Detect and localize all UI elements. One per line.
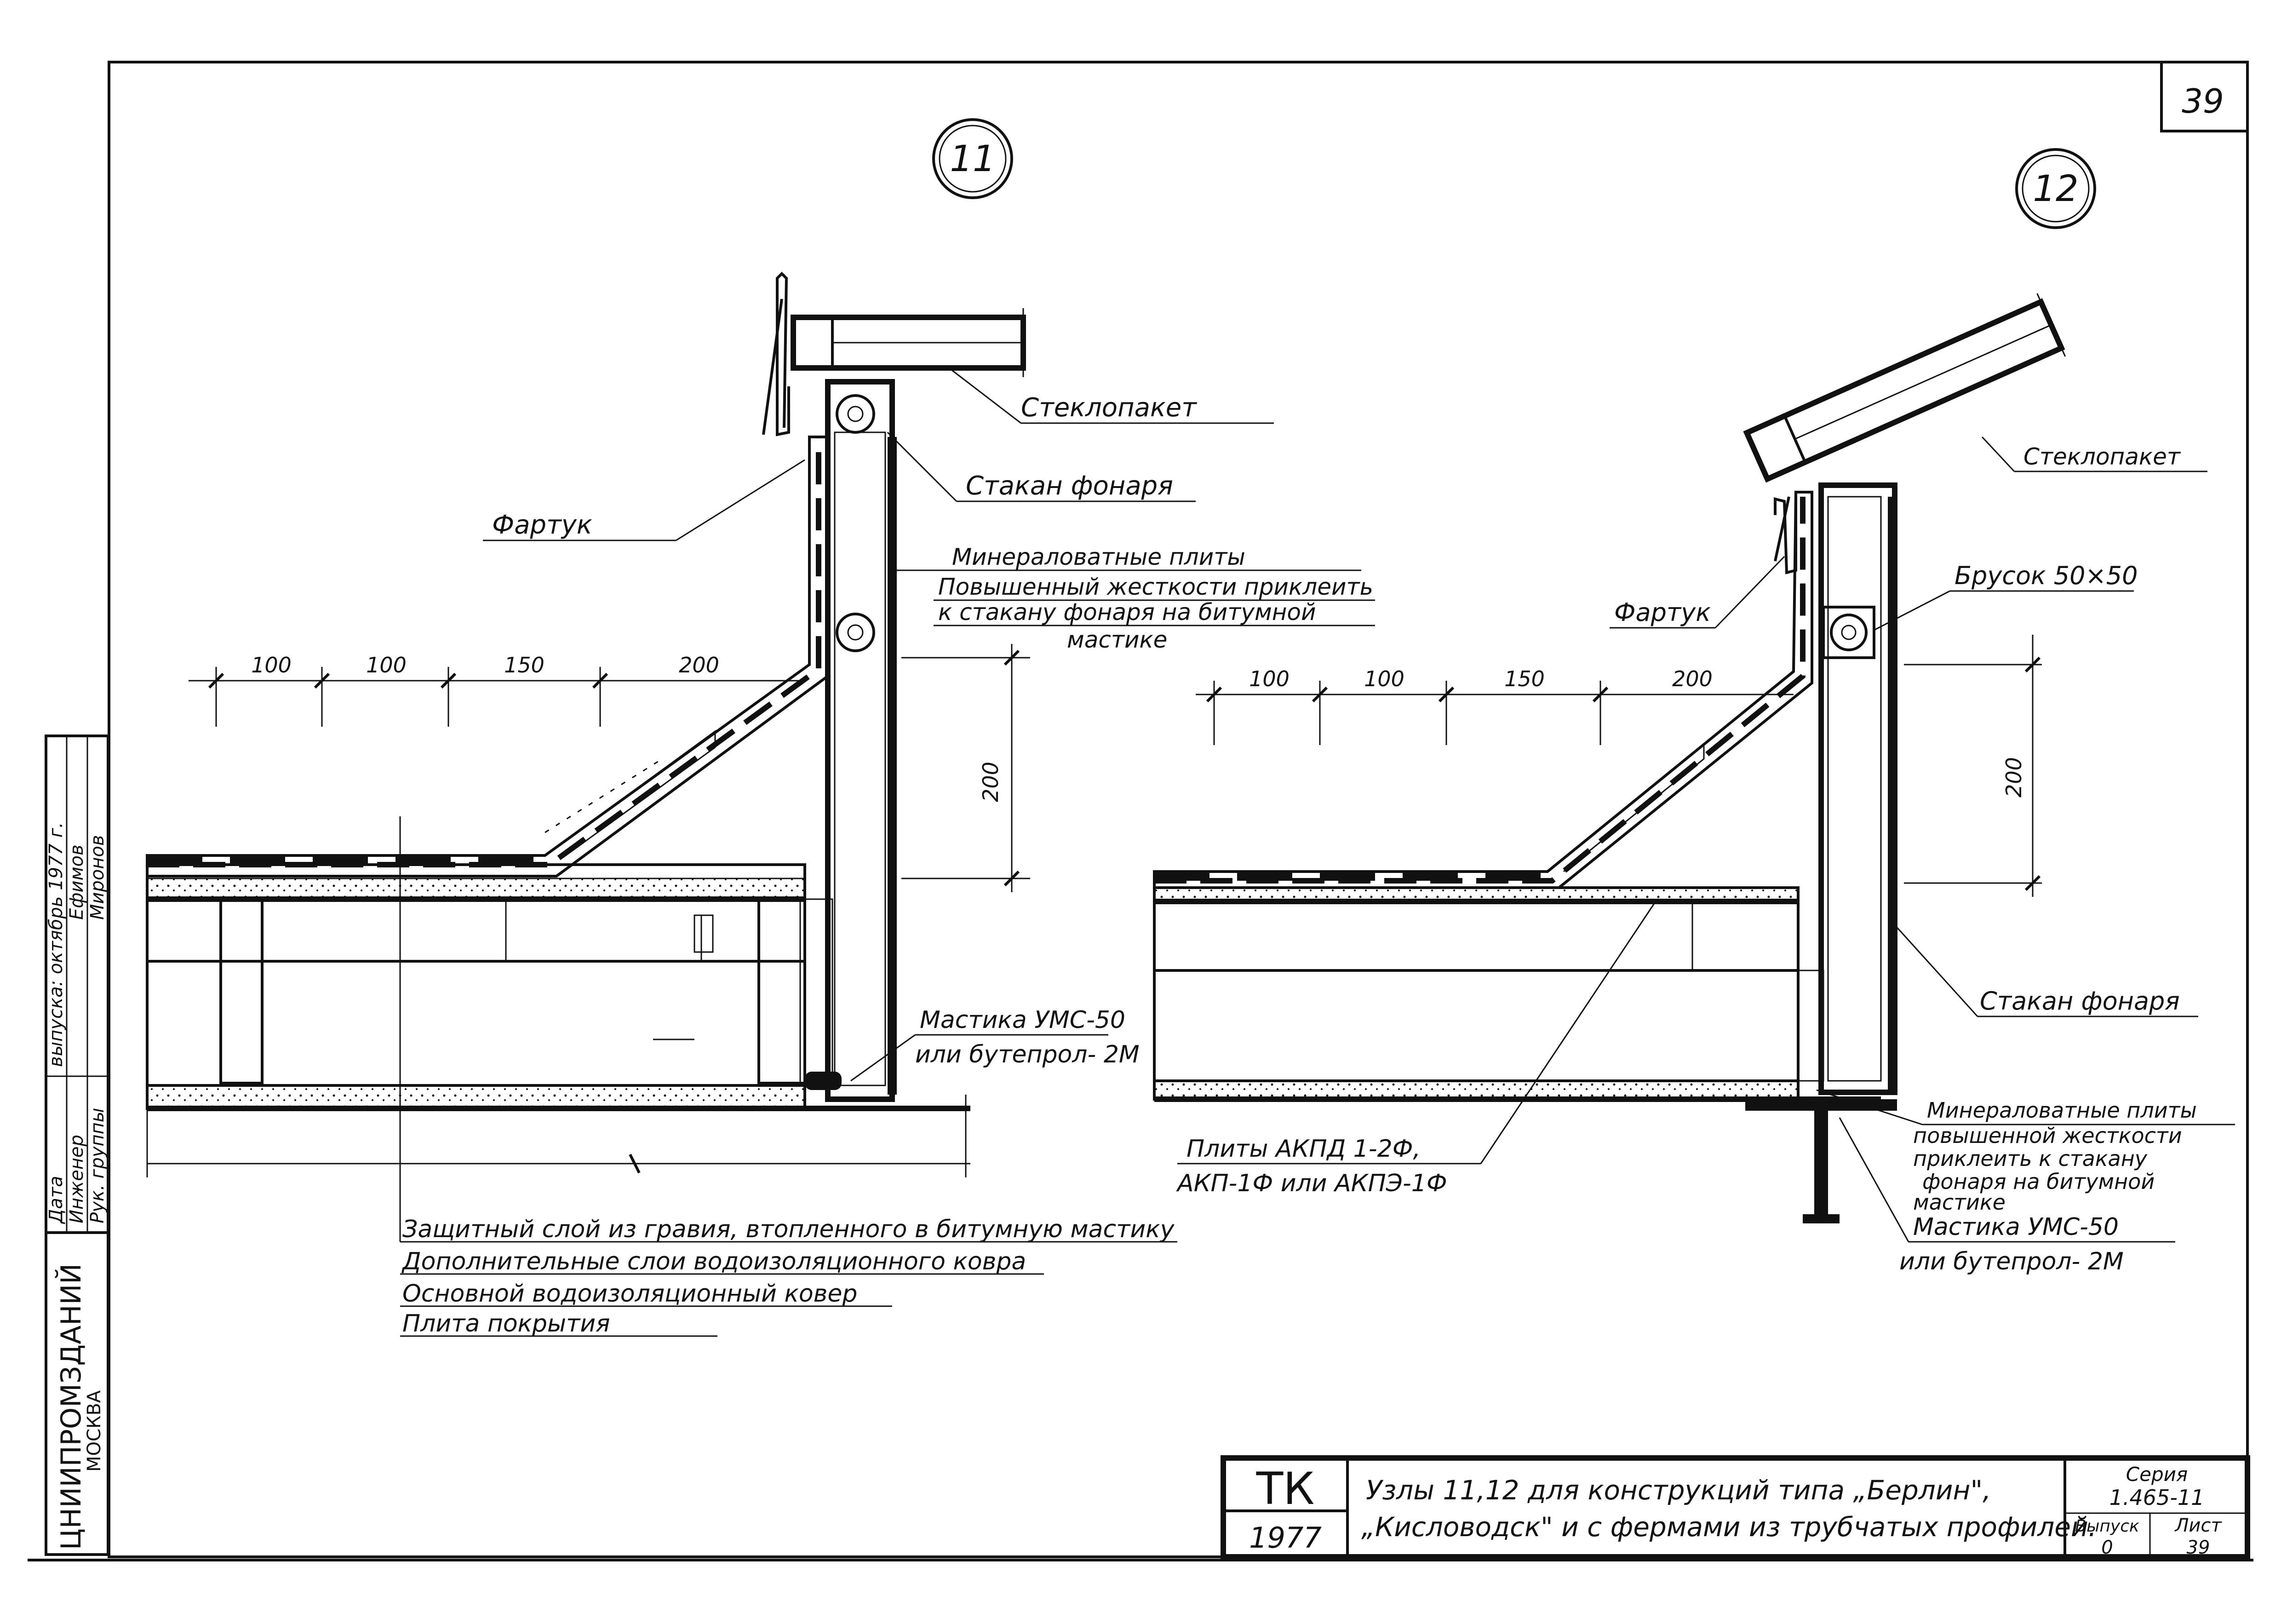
layer-legend: Защитный слой из гравия, втопленного в б… <box>400 1216 1177 1337</box>
sheet-label: Лист <box>2174 1515 2222 1536</box>
label-mineral-12-l5: мастике <box>1913 1190 2006 1215</box>
legend-slab: Плита покрытия <box>402 1310 610 1337</box>
label-mineral-11-l3: к стакану фонаря на битумной <box>938 599 1316 625</box>
detail-12: 100 100 150 200 200 <box>1153 293 2235 1275</box>
roofing-carpet-11 <box>146 436 829 878</box>
issue-value: 0 <box>2101 1537 2113 1558</box>
stamp-city: МОСКВА <box>84 1390 105 1472</box>
dim-200-v-b: 200 <box>2001 757 2026 798</box>
label-mineral-11-l1: Минераловатные плиты <box>952 544 1245 570</box>
label-mastic-11-l2: или бутепрол- 2М <box>915 1041 1140 1068</box>
glazing-unit-12 <box>1743 293 2066 483</box>
issue-label: Выпуск <box>2075 1517 2139 1536</box>
stamp-r1-name: Миронов <box>87 835 108 920</box>
dim-150-b: 150 <box>1504 666 1545 691</box>
timber-1 <box>219 898 264 1085</box>
apron-11 <box>762 271 790 436</box>
sheet-number: 39 <box>2182 82 2224 121</box>
label-glazing-12: Стеклопакет <box>2023 443 2181 470</box>
label-mineral-12-l1: Минераловатные плиты <box>1927 1098 2197 1123</box>
insulation-layer-11 <box>146 960 806 1087</box>
legend-additional: Дополнительные слои водоизоляционного ко… <box>401 1248 1026 1275</box>
dim-200-h-b: 200 <box>1672 666 1713 691</box>
stamp-r3-role: Дата <box>46 1176 67 1224</box>
label-kerb-11: Стакан фонаря <box>966 471 1173 501</box>
stamp-r2-name: Ефимов <box>66 844 87 920</box>
lantern-kerb-12 <box>1818 482 1897 1095</box>
label-brusok-12: Брусок 50×50 <box>1955 561 2138 590</box>
sheet-number-box: 39 <box>2160 62 2247 132</box>
kerb-insulation-12 <box>1827 496 1882 1082</box>
label-mineral-11-l2: Повышенный жесткости приклеить <box>938 574 1373 600</box>
label-apron-12: Фартук <box>1614 598 1711 627</box>
dim-chain-12: 100 100 150 200 200 <box>1196 635 2042 897</box>
dim-100-d: 100 <box>1364 666 1404 691</box>
title-block: ТК 1977 Узлы 11,12 для конструкций типа … <box>1221 1455 2250 1560</box>
node-11-label: 11 <box>950 138 995 180</box>
stamp-r1-role: Рук. группы <box>87 1108 108 1223</box>
brusok-block-12 <box>1822 606 1875 659</box>
series-value: 1.465-11 <box>2109 1485 2205 1510</box>
node-12-marker: 12 <box>2015 148 2096 229</box>
roof-slab-12 <box>1153 886 1800 1101</box>
label-glazing-11: Стеклопакет <box>1021 393 1197 423</box>
leaders-11 <box>399 369 1375 1242</box>
dim-100-c: 100 <box>1249 666 1290 691</box>
label-mastic-12-l1: Мастика УМС-50 <box>1913 1213 2119 1241</box>
lantern-kerb-11 <box>825 379 895 1102</box>
title-year: 1977 <box>1249 1521 1322 1555</box>
stamp-r3-value: выпуска: октябрь 1977 г. <box>46 822 67 1067</box>
series-label: Серия <box>2126 1463 2188 1486</box>
timber-2 <box>757 898 806 1085</box>
dim-100-b: 100 <box>366 653 407 677</box>
anchor-upper-11 <box>836 394 875 434</box>
label-apron-11: Фартук <box>492 510 592 540</box>
title-line-2: „Кисловодск" и с фермами из трубчатых пр… <box>1361 1511 2097 1543</box>
label-mineral-12-l2: повышенной жесткости <box>1913 1123 2182 1148</box>
sheet-value: 39 <box>2187 1537 2210 1558</box>
detail-11: 100 100 150 200 200 <box>146 271 1375 1337</box>
side-stamp: Рук. группы Миронов Инженер Ефимов Дата … <box>45 735 109 1556</box>
node-11-marker: 11 <box>932 118 1013 199</box>
title-line-1: Узлы 11,12 для конструкций типа „Берлин"… <box>1366 1475 1991 1506</box>
title-code: ТК <box>1256 1463 1315 1515</box>
legend-gravel: Защитный слой из гравия, втопленного в б… <box>402 1216 1175 1243</box>
label-mastic-12-l2: или бутепрол- 2М <box>1899 1248 2124 1275</box>
insulation-layer-12 <box>1153 969 1800 1082</box>
legend-main: Основной водоизоляционный ковер <box>402 1280 857 1308</box>
node-12-label: 12 <box>2033 168 2078 210</box>
leaders-12 <box>1177 436 2235 1243</box>
stamp-r2-role: Инженер <box>66 1135 87 1223</box>
dim-200-h: 200 <box>679 653 719 677</box>
label-plates-12-l2: АКП-1Ф или АКПЭ-1Ф <box>1176 1170 1447 1197</box>
label-mineral-12-l3: приклеить к стакану <box>1913 1146 2148 1171</box>
anchor-lower-11 <box>836 613 875 652</box>
dim-150: 150 <box>504 653 545 677</box>
dim-200-v: 200 <box>978 762 1003 802</box>
stamp-org: ЦНИИПРОМЗДАНИЙ <box>54 1263 87 1550</box>
dim-100-a: 100 <box>251 653 292 677</box>
label-mineral-11-l4: мастике <box>1067 626 1167 653</box>
dim-chain-11: 100 100 150 200 200 <box>146 644 1030 1177</box>
label-kerb-12: Стакан фонаря <box>1980 987 2180 1016</box>
label-mineral-12-l4: фонаря на битумной <box>1922 1169 2155 1194</box>
apron-12 <box>1774 496 1797 574</box>
truss-profile-12 <box>1745 1099 1897 1223</box>
kerb-insulation-11 <box>834 431 886 1086</box>
label-mastic-11-l1: Мастика УМС-50 <box>920 1006 1125 1034</box>
label-plates-12-l1: Плиты АКПД 1-2Ф, <box>1186 1135 1421 1163</box>
